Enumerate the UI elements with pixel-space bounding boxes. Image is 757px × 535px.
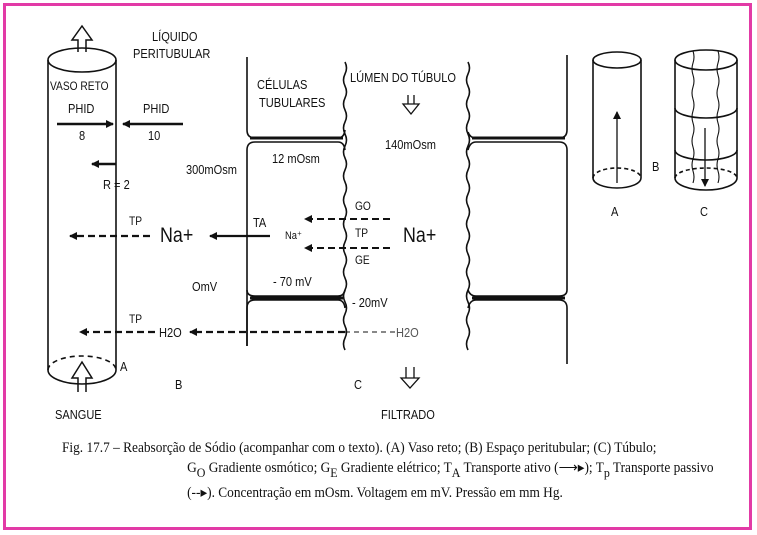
inset-b-label: B [652, 159, 660, 174]
tubular-cells [246, 57, 348, 351]
celulas-label: CÉLULAS [257, 77, 308, 92]
tp-subscript: p [603, 465, 610, 480]
up-arrow-bottom-icon [70, 360, 94, 392]
ge-symbol: G [320, 460, 331, 476]
caption-line-1: Fig. 17.7 – Reabsorção de Sódio (acompan… [62, 438, 688, 458]
inset-cylinder-a [592, 51, 642, 189]
ge-description: Gradiente elétrico; [337, 460, 444, 476]
tp-lumen-label: TP [355, 226, 369, 240]
tubular-cells-right [465, 55, 568, 364]
mv-20-label: - 20mV [352, 295, 388, 310]
phid-right-value: 10 [148, 128, 161, 143]
lumen-label: LÚMEN DO TÚBULO [350, 70, 457, 85]
caption-fig-number: Fig. 17.7 – [62, 440, 124, 456]
up-arrow-top-icon [70, 24, 94, 52]
figure-frame [3, 3, 752, 530]
na-cell-label: Na⁺ [285, 230, 302, 242]
tp-symbol: T [595, 460, 604, 476]
liquido-label: LÍQUIDO [152, 29, 198, 44]
caption-text-1: Reabsorção de Sódio (acompanhar com o te… [123, 440, 657, 456]
tubulares-label: TUBULARES [259, 95, 326, 110]
go-symbol: G [187, 460, 197, 476]
ge-subscript: E [330, 465, 338, 480]
na-lumen-label: Na+ [403, 224, 437, 247]
ta-symbol: T [443, 460, 452, 476]
figure-caption: Fig. 17.7 – Reabsorção de Sódio (acompan… [62, 438, 742, 503]
omv-label: OmV [192, 279, 218, 294]
inset-c-label: C [700, 204, 708, 219]
vaso-reto-cylinder [47, 47, 117, 385]
r-label: R = 2 [103, 177, 130, 192]
region-b-label: B [175, 377, 183, 392]
peritubular-label: PERITUBULAR [133, 46, 211, 61]
tp-h2o-label: TP [129, 312, 143, 326]
inset-cylinder-c [674, 49, 738, 191]
phid-left-label: PHID [68, 101, 95, 116]
filtrado-down-arrow-icon [399, 367, 421, 389]
go-subscript: O [196, 465, 206, 480]
lumen-down-arrow-icon [401, 95, 421, 116]
inset-a-label: A [611, 204, 619, 219]
osm-140-label: 140mOsm [385, 137, 436, 152]
ge-label: GE [355, 253, 370, 267]
caption-line-3: (--▸). Concentração em mOsm. Voltagem em… [187, 485, 563, 501]
ta-label: TA [253, 215, 267, 230]
filtrado-label: FILTRADO [381, 407, 435, 422]
phid-left-value: 8 [79, 128, 86, 143]
sangue-label: SANGUE [55, 407, 102, 422]
osm-300-label: 300mOsm [186, 162, 237, 177]
go-description: Gradiente osmótico; [205, 460, 321, 476]
na-peritubular-label: Na+ [160, 224, 194, 247]
ta-description: Transporte ativo (⟶▸); [460, 460, 596, 476]
tp-description: Transporte passivo [609, 460, 714, 476]
tp-na-label: TP [129, 214, 143, 228]
region-a-label: A [120, 359, 128, 374]
ta-subscript: A [451, 465, 461, 480]
vaso-reto-label: VASO RETO [50, 79, 109, 93]
phid-right-label: PHID [143, 101, 170, 116]
caption-line-2: GO Gradiente osmótico; GE Gradiente elét… [62, 458, 713, 483]
h2o-peritubular-label: H2O [159, 325, 182, 340]
mv-70-label: - 70 mV [273, 274, 312, 289]
go-label: GO [355, 199, 371, 213]
osm-12-label: 12 mOsm [272, 151, 320, 166]
region-c-label: C [354, 377, 362, 392]
h2o-lumen-label: H2O [396, 325, 419, 340]
